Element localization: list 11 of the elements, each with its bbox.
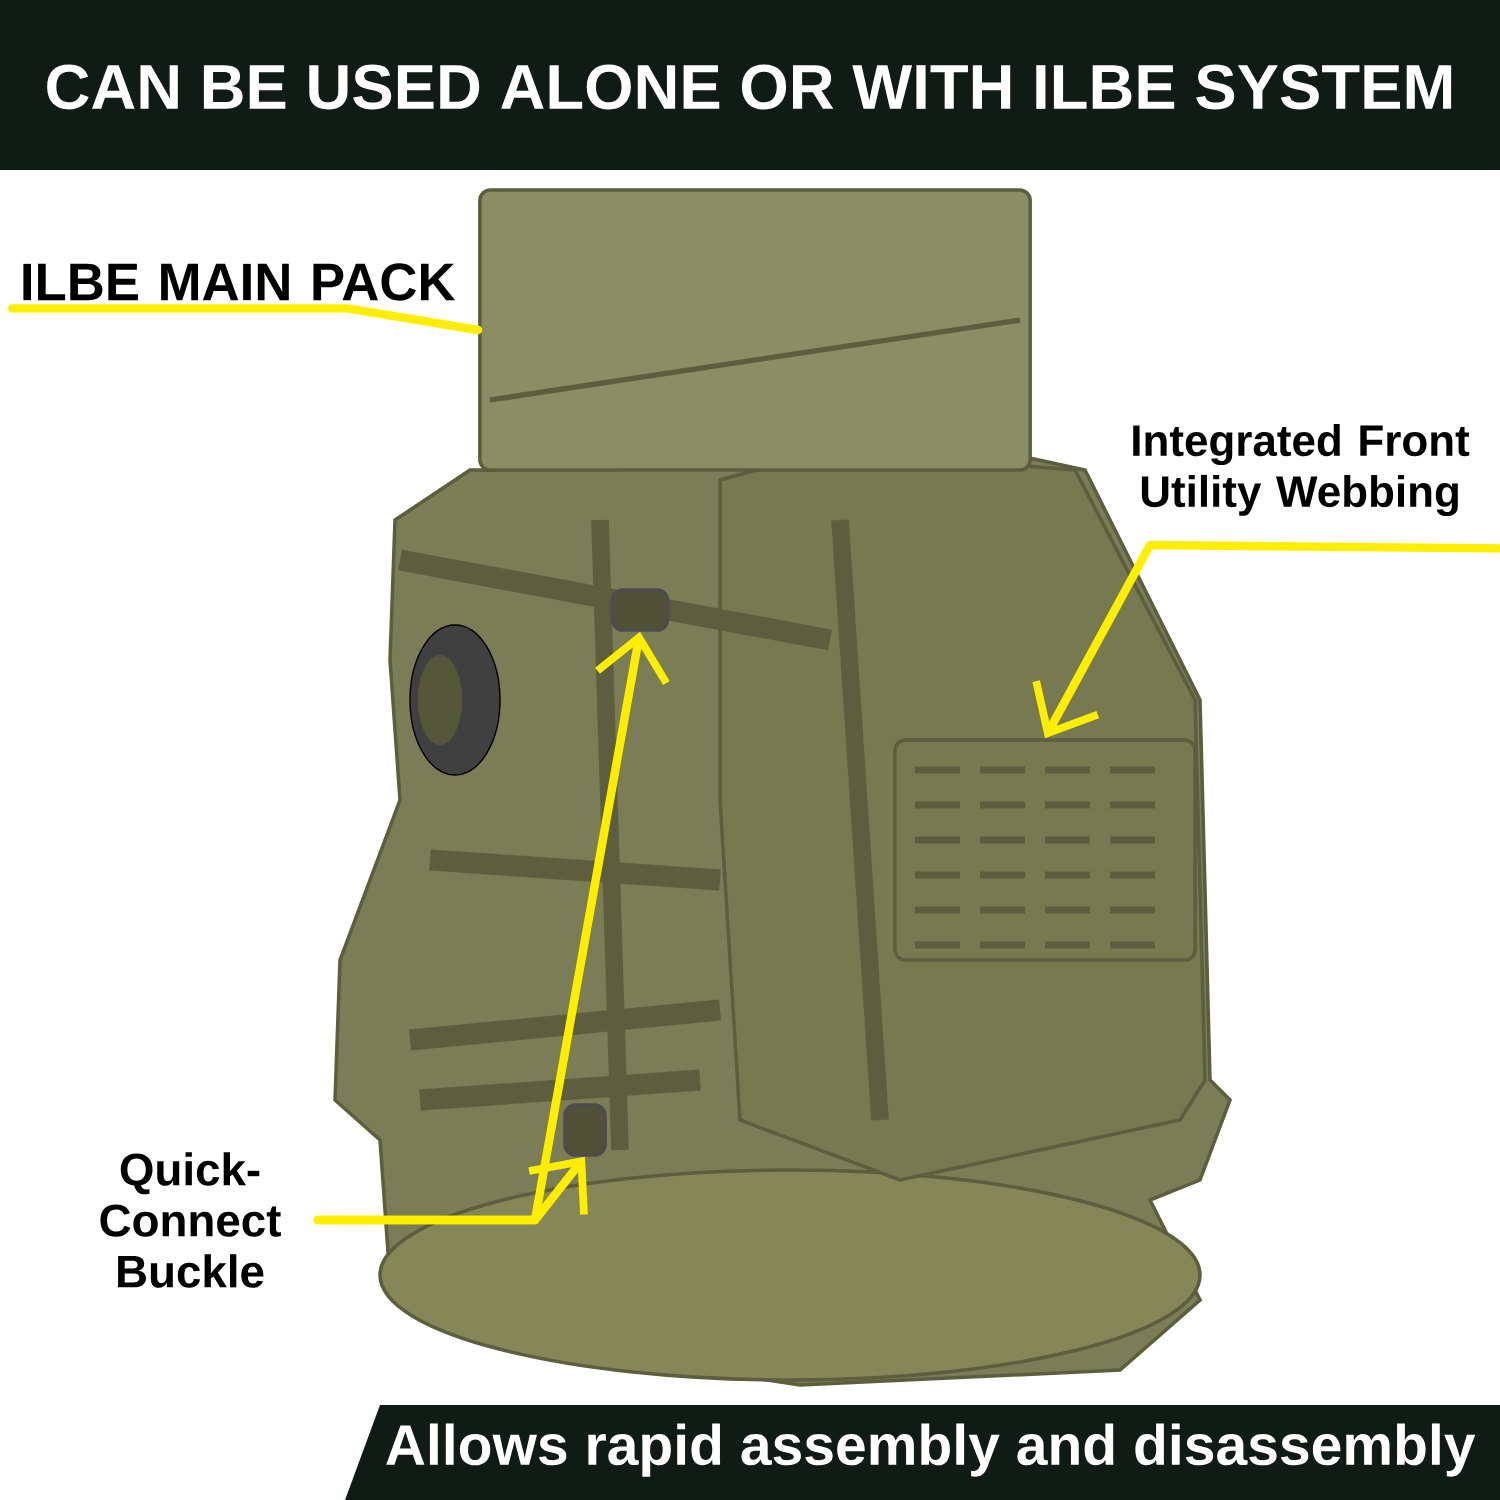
- callout-label: Integrated Front Utility Webbing: [1133, 423, 1470, 517]
- arrow: [313, 1156, 588, 1225]
- callout-label: ILBE MAIN PACK: [23, 263, 456, 301]
- title-banner: CAN BE USED ALONE OR WITH ILBE SYSTEM: [0, 0, 1500, 170]
- arrow: [1032, 540, 1500, 739]
- buckle: [610, 588, 670, 632]
- callout-label: Quick-Connect Buckle: [100, 1152, 281, 1288]
- lid-section: [478, 188, 1032, 472]
- caption-banner: Allows rapid assembly and disassembly: [345, 1405, 1500, 1500]
- leader-line: [7, 304, 483, 335]
- buckle: [563, 1103, 607, 1157]
